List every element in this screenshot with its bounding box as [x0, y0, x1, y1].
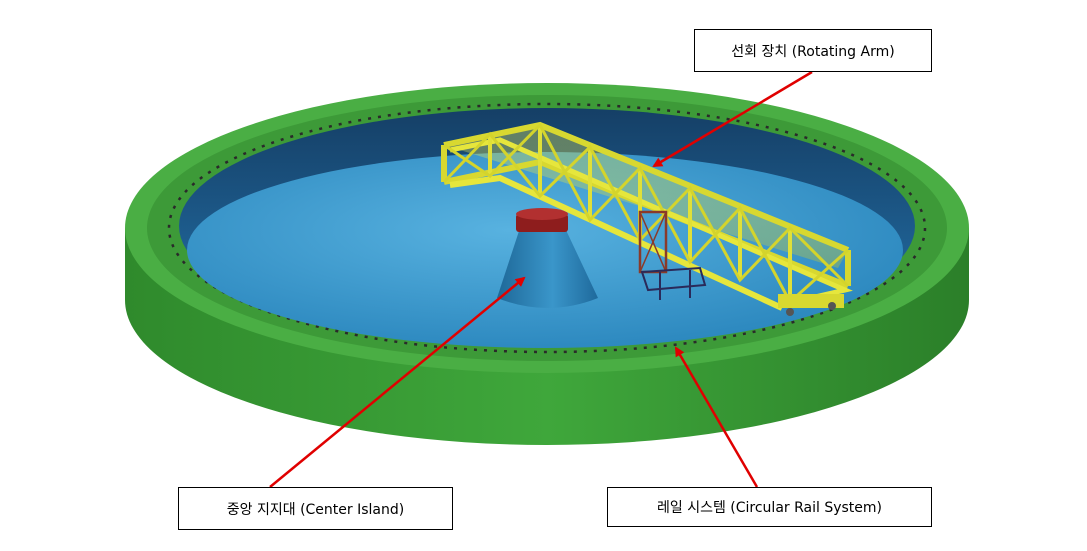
arrow-rotating-arm — [652, 70, 813, 168]
center-island-cone — [497, 228, 598, 308]
callout-rotating-arm: 선회 장치 (Rotating Arm) — [694, 29, 932, 72]
callout-rail-system-text: 레일 시스템 (Circular Rail System) — [656, 500, 883, 516]
callout-center-island-text: 중앙 지지대 (Center Island) — [226, 501, 405, 518]
callout-rail-system: 레일 시스템 (Circular Rail System) — [607, 487, 932, 527]
arrow-center-island — [269, 276, 526, 488]
circular-rail — [167, 102, 927, 354]
arrow-rail-system — [674, 346, 759, 488]
callout-center-island: 중앙 지지대 (Center Island) — [178, 487, 453, 530]
callout-rotating-arm-text: 선회 장치 (Rotating Arm) — [731, 43, 895, 60]
hanging-frame — [638, 210, 707, 300]
